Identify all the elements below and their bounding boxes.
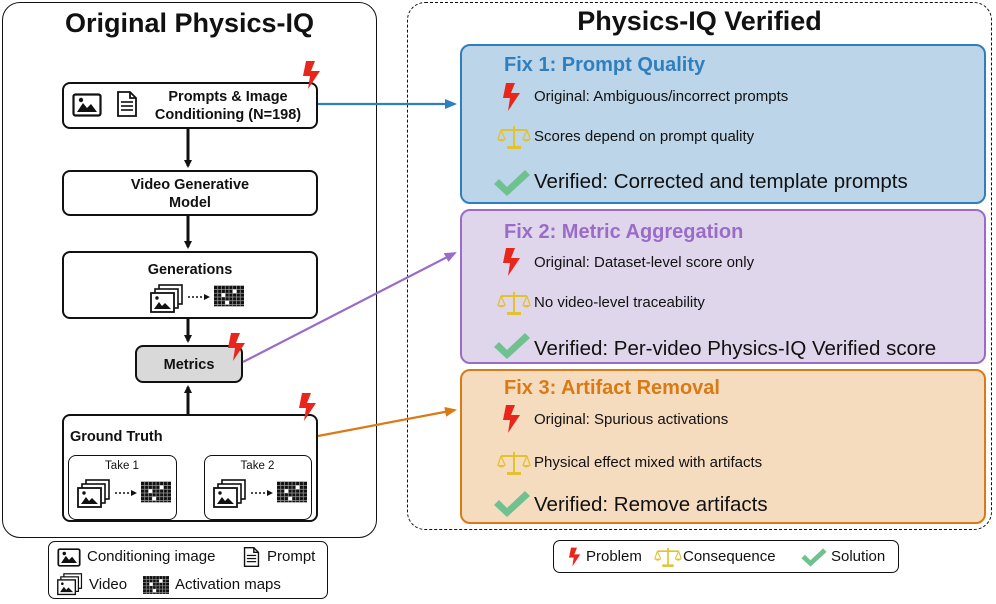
fix-2-problem: Original: Dataset-level score only	[534, 254, 755, 271]
legend-consequence: Consequence	[683, 548, 776, 565]
legend-right: Problem Consequence Solution	[553, 540, 899, 573]
fix-3-consequence: Physical effect mixed with artifacts	[534, 454, 763, 471]
prompts-box: Prompts & Image Conditioning (N=198)	[62, 82, 318, 129]
take-2-box: Take 2	[204, 455, 312, 520]
legend-conditioning-image: Conditioning image	[87, 548, 216, 565]
fix-2-consequence: No video-level traceability	[534, 294, 705, 311]
original-panel-title: Original Physics-IQ	[64, 8, 315, 38]
prompts-box-label: Prompts & Image Conditioning (N=198)	[154, 89, 302, 123]
ground-truth-label: Ground Truth	[70, 429, 163, 445]
metrics-box: Metrics	[135, 345, 243, 383]
fix-3-title: Fix 3: Artifact Removal	[504, 377, 720, 399]
fix-2-solution: Verified: Per-video Physics-IQ Verified …	[534, 337, 937, 360]
metrics-box-label: Metrics	[163, 357, 215, 373]
legend-problem: Problem	[586, 548, 642, 565]
model-box-label: Video Generative Model	[130, 177, 250, 211]
take-2-label: Take 2	[240, 460, 275, 472]
original-panel	[2, 2, 377, 538]
fix-2-box: Fix 2: Metric Aggregation Original: Data…	[460, 209, 986, 364]
fix-1-title: Fix 1: Prompt Quality	[504, 54, 706, 76]
dotted-arrow-icon	[115, 490, 137, 496]
document-icon	[243, 546, 260, 568]
fix-3-solution: Verified: Remove artifacts	[534, 493, 768, 516]
verified-panel-title: Physics-IQ Verified	[577, 6, 822, 36]
arrow-to-fix-3	[317, 406, 457, 438]
legend-prompt: Prompt	[267, 548, 316, 565]
take-1-box: Take 1	[68, 455, 177, 520]
dotted-arrow-icon	[188, 294, 210, 300]
legend-activation-maps: Activation maps	[175, 576, 281, 593]
legend-left: Conditioning image Prompt Video Activati…	[48, 541, 328, 599]
arrow-to-fix-2	[242, 252, 457, 363]
fix-3-problem: Original: Spurious activations	[534, 411, 729, 428]
fix-1-box: Fix 1: Prompt Quality Original: Ambiguou…	[460, 44, 986, 204]
image-icon	[57, 548, 81, 567]
checkmark-icon	[800, 547, 828, 568]
fix-1-solution: Verified: Corrected and template prompts	[534, 170, 908, 193]
video-stack-icon	[57, 573, 83, 596]
legend-solution: Solution	[831, 548, 886, 565]
dotted-arrow-icon	[251, 490, 273, 496]
activation-map-icon	[143, 576, 169, 594]
generations-box: Generations	[62, 251, 318, 319]
fix-1-problem: Original: Ambiguous/incorrect prompts	[534, 88, 789, 105]
fix-3-box: Fix 3: Artifact Removal Original: Spurio…	[460, 369, 986, 524]
model-box: Video Generative Model	[62, 170, 318, 216]
verified-panel	[407, 2, 992, 530]
scale-icon	[654, 546, 682, 568]
fix-1-consequence: Scores depend on prompt quality	[534, 128, 755, 145]
fix-2-title: Fix 2: Metric Aggregation	[504, 221, 744, 243]
lightning-icon	[568, 547, 582, 567]
generations-box-label: Generations	[147, 262, 233, 278]
ground-truth-box: Ground Truth Take 1 Take 2	[62, 414, 318, 522]
take-1-label: Take 1	[105, 460, 139, 472]
legend-video: Video	[89, 576, 128, 593]
